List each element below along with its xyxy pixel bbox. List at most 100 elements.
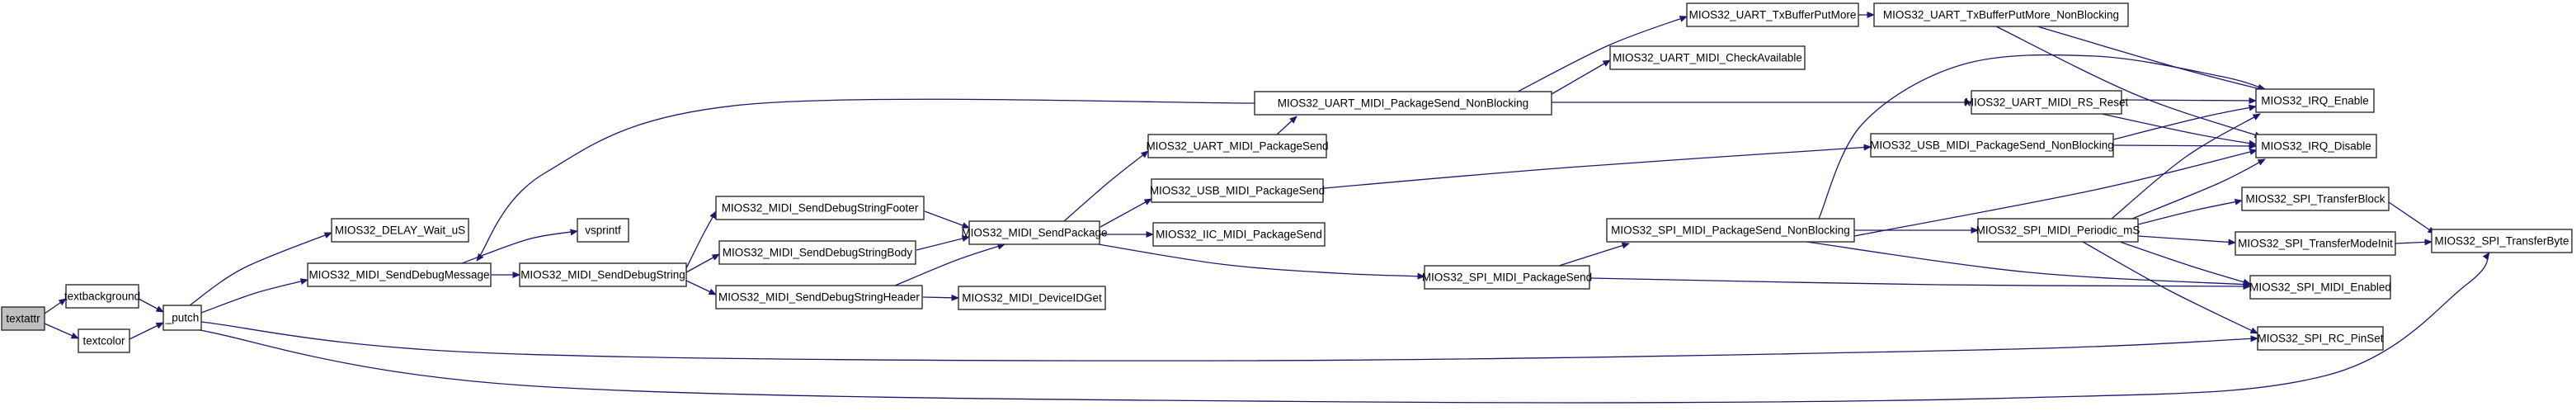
node-uart_midi_ps-label: MIOS32_UART_MIDI_PackageSend [1146, 140, 1328, 153]
edge-spi_transfer_modeinit-to-spi_transfer_byte [2395, 239, 2432, 246]
node-uart_tx_put_more_nb-box[interactable] [1873, 2, 2129, 27]
node-spi_midi_ps_nb-label: MIOS32_SPI_MIDI_PackageSend_NonBlocking [1611, 224, 1850, 237]
node-uart_tx_put_more[interactable]: MIOS32_UART_TxBufferPutMore [1686, 2, 1859, 27]
node-send_debug_string-box[interactable] [519, 262, 687, 287]
node-textcolor-box[interactable] [78, 328, 130, 353]
edge-spi_transfer_block-to-spi_transfer_byte [2388, 201, 2436, 234]
node-spi_midi_ps[interactable]: MIOS32_SPI_MIDI_PackageSend [1422, 265, 1592, 290]
node-spi_midi_periodic-box[interactable] [1977, 218, 2139, 243]
node-uart_check_avail[interactable]: MIOS32_UART_MIDI_CheckAvailable [1609, 45, 1806, 70]
node-iic_midi_ps-box[interactable] [1152, 222, 1326, 247]
node-textattr-box[interactable] [1, 306, 45, 331]
node-usb_midi_ps_nb-box[interactable] [1870, 133, 2114, 158]
node-delay_wait_us[interactable]: MIOS32_DELAY_Wait_uS [331, 218, 469, 243]
node-uart_rs_reset-label: MIOS32_UART_MIDI_RS_Reset [1965, 97, 2129, 109]
node-spi_rc_pinset-box[interactable] [2257, 326, 2384, 351]
node-textattr[interactable]: textattr [1, 306, 45, 331]
edge-spi_midi_ps_nb-to-irq_enable [1818, 54, 2266, 220]
node-iic_midi_ps[interactable]: MIOS32_IIC_MIDI_PackageSend [1152, 222, 1326, 247]
node-send_debug_message-box[interactable] [307, 262, 492, 287]
node-send_package-box[interactable] [968, 220, 1100, 245]
node-sds_header-box[interactable] [715, 285, 923, 309]
node-irq_enable-box[interactable] [2255, 88, 2375, 113]
node-uart_tx_put_more_nb[interactable]: MIOS32_UART_TxBufferPutMore_NonBlocking [1873, 2, 2129, 27]
node-sds_footer[interactable]: MIOS32_MIDI_SendDebugStringFooter [715, 196, 925, 220]
node-textcolor-label: textcolor [82, 335, 125, 347]
node-usb_midi_ps[interactable]: MIOS32_USB_MIDI_PackageSend [1150, 178, 1325, 203]
edge-send_package-to-uart_midi_ps [1063, 150, 1149, 222]
node-uart_midi_ps[interactable]: MIOS32_UART_MIDI_PackageSend [1146, 134, 1329, 158]
node-spi_transfer_byte-box[interactable] [2431, 229, 2573, 253]
node-spi_midi_ps-box[interactable] [1424, 265, 1590, 290]
node-delay_wait_us-box[interactable] [331, 218, 469, 243]
node-usb_midi_ps-box[interactable] [1151, 178, 1324, 203]
node-spi_midi_ps-label: MIOS32_SPI_MIDI_PackageSend [1422, 272, 1592, 284]
node-usb_midi_ps_nb[interactable]: MIOS32_USB_MIDI_PackageSend_NonBlocking [1870, 133, 2114, 158]
node-irq_disable-box[interactable] [2255, 134, 2377, 158]
node-spi_transfer_block-box[interactable] [2241, 187, 2390, 211]
edge-sds_header-to-device_id_get [922, 294, 959, 301]
node-sds_header[interactable]: MIOS32_MIDI_SendDebugStringHeader [715, 285, 923, 309]
node-send_package[interactable]: MIOS32_MIDI_SendPackage [961, 220, 1108, 245]
node-irq_enable[interactable]: MIOS32_IRQ_Enable [2255, 88, 2375, 113]
node-spi_rc_pinset-label: MIOS32_SPI_RC_PinSet [2257, 333, 2383, 345]
edge-textattr-to-textcolor [44, 323, 79, 339]
edge-uart_rs_reset-to-irq_disable [2101, 113, 2257, 147]
node-textbackground-label: textbackground [64, 291, 140, 303]
node-device_id_get-box[interactable] [958, 286, 1106, 310]
node-send_debug_string-label: MIOS32_MIDI_SendDebugString [520, 269, 685, 281]
node-uart_rs_reset[interactable]: MIOS32_UART_MIDI_RS_Reset [1965, 90, 2129, 115]
node-textbackground-box[interactable] [65, 284, 139, 309]
node-sds_body-box[interactable] [718, 240, 916, 265]
edge-send_debug_message-to-vsprintf [461, 229, 578, 264]
node-uart_midi_ps_nb[interactable]: MIOS32_UART_MIDI_PackageSend_NonBlocking [1254, 91, 1552, 116]
node-sds_header-label: MIOS32_MIDI_SendDebugStringHeader [718, 291, 920, 304]
edge-send_debug_string-to-sds_body [685, 253, 720, 273]
edge-putch-to-spi_rc_pinset [200, 321, 2258, 361]
node-spi_midi_enabled-label: MIOS32_SPI_MIDI_Enabled [2249, 281, 2391, 294]
edge-spi_midi_ps_nb-to-irq_disable [1853, 149, 2258, 237]
node-sds_body[interactable]: MIOS32_MIDI_SendDebugStringBody [718, 240, 916, 265]
edge-sds_footer-to-send_package [924, 210, 970, 229]
edge-uart_rs_reset-to-irq_enable [2121, 97, 2257, 104]
edge-spi_midi_periodic-to-spi_transfer_modeinit [2137, 235, 2236, 246]
node-iic_midi_ps-label: MIOS32_IIC_MIDI_PackageSend [1156, 229, 1322, 241]
node-uart_midi_ps-box[interactable] [1147, 134, 1327, 158]
node-irq_disable[interactable]: MIOS32_IRQ_Disable [2255, 134, 2377, 158]
node-spi_midi_enabled[interactable]: MIOS32_SPI_MIDI_Enabled [2249, 275, 2391, 300]
edge-send_debug_string-to-sds_header [685, 280, 717, 295]
edge-textattr-to-textbackground [44, 298, 67, 314]
node-vsprintf-label: vsprintf [585, 224, 621, 237]
node-vsprintf-box[interactable] [577, 218, 629, 243]
node-vsprintf[interactable]: vsprintf [577, 218, 629, 243]
node-send_debug_message[interactable]: MIOS32_MIDI_SendDebugMessage [307, 262, 492, 287]
node-textbackground[interactable]: textbackground [64, 284, 140, 309]
edge-usb_midi_ps-to-usb_midi_ps_nb [1323, 144, 1872, 189]
node-textcolor[interactable]: textcolor [78, 328, 130, 353]
node-device_id_get[interactable]: MIOS32_MIDI_DeviceIDGet [958, 286, 1106, 310]
node-spi_midi_periodic[interactable]: MIOS32_SPI_MIDI_Periodic_mS [1976, 218, 2140, 243]
node-uart_midi_ps_nb-box[interactable] [1254, 91, 1552, 116]
node-uart_tx_put_more-box[interactable] [1686, 2, 1859, 27]
node-putch-box[interactable] [162, 305, 202, 331]
node-uart_rs_reset-box[interactable] [1971, 90, 2122, 115]
node-device_id_get-label: MIOS32_MIDI_DeviceIDGet [962, 292, 1102, 305]
node-spi_transfer_byte[interactable]: MIOS32_SPI_TransferByte [2431, 229, 2573, 253]
node-send_debug_string[interactable]: MIOS32_MIDI_SendDebugString [519, 262, 687, 287]
node-textattr-label: textattr [6, 313, 40, 325]
node-spi_midi_ps_nb-box[interactable] [1606, 218, 1855, 243]
node-spi_midi_enabled-box[interactable] [2249, 275, 2391, 300]
node-spi_transfer_block[interactable]: MIOS32_SPI_TransferBlock [2241, 187, 2390, 211]
edge-uart_tx_put_more_nb-to-irq_enable [2037, 26, 2268, 92]
edge-uart_tx_put_more_nb-to-irq_disable [1995, 26, 2263, 139]
node-spi_transfer_modeinit-box[interactable] [2235, 231, 2396, 256]
node-putch[interactable]: _putch [162, 305, 202, 331]
node-spi_transfer_byte-label: MIOS32_SPI_TransferByte [2434, 235, 2569, 248]
node-spi_transfer_modeinit[interactable]: MIOS32_SPI_TransferModeInit [2235, 231, 2396, 256]
node-sds_footer-box[interactable] [715, 196, 925, 220]
node-spi_rc_pinset[interactable]: MIOS32_SPI_RC_PinSet [2257, 326, 2384, 351]
node-spi_midi_ps_nb[interactable]: MIOS32_SPI_MIDI_PackageSend_NonBlocking [1606, 218, 1855, 243]
node-delay_wait_us-label: MIOS32_DELAY_Wait_uS [335, 224, 465, 237]
node-uart_check_avail-box[interactable] [1609, 45, 1806, 70]
edge-textcolor-to-putch [129, 322, 164, 340]
